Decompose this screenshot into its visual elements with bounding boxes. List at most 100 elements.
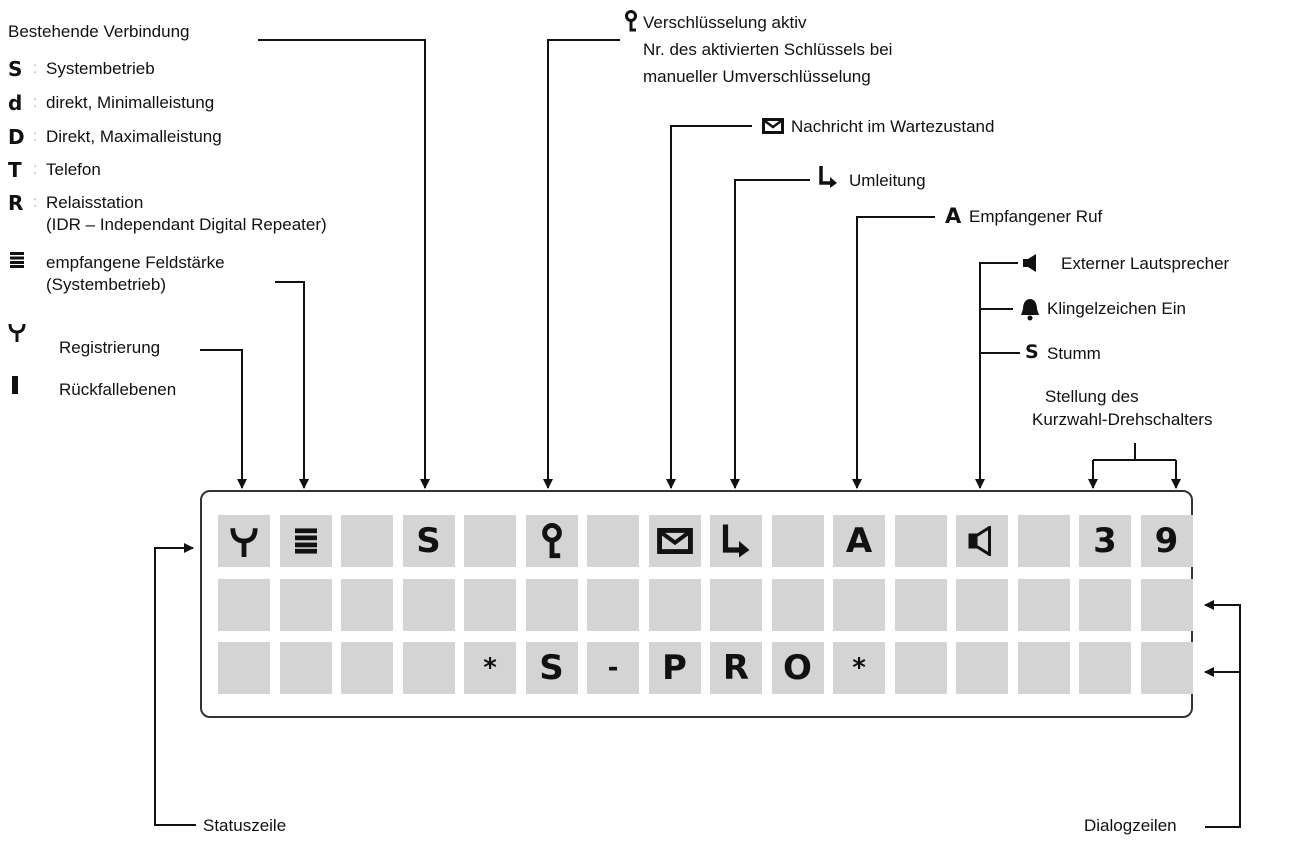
lcd-speaker-icon xyxy=(956,515,1008,567)
lcd-key-icon xyxy=(525,515,578,567)
bell-icon xyxy=(1018,297,1042,326)
connection-line xyxy=(258,39,430,489)
call-symbol: A xyxy=(945,204,962,228)
lcd-cell xyxy=(341,642,393,694)
lcd-cell xyxy=(1079,642,1131,694)
lcd-cell xyxy=(771,579,824,631)
lcd-cell xyxy=(956,579,1008,631)
connection-label: Bestehende Verbindung xyxy=(8,22,190,41)
lcd-cell: S xyxy=(402,515,455,567)
lcd-cell xyxy=(587,579,639,631)
forward-arrow-icon xyxy=(818,166,838,193)
status-line-connector xyxy=(154,543,196,826)
lcd-cell xyxy=(218,642,270,694)
mode-direkt-max: Direkt, Maximalleistung xyxy=(46,127,222,146)
field-strength-label: empfangene Feldstärke xyxy=(46,253,225,272)
mode-symbol-d: d xyxy=(8,91,23,115)
lcd-cell xyxy=(894,642,947,694)
antenna-icon xyxy=(8,322,26,347)
external-speaker-label: Externer Lautsprecher xyxy=(1061,254,1230,273)
mute-label: Stumm xyxy=(1047,344,1101,363)
bar-icon xyxy=(12,376,18,399)
message-line xyxy=(666,125,752,489)
colon: : xyxy=(33,60,38,77)
lcd-cell xyxy=(279,642,332,694)
mode-symbol-s: S xyxy=(8,57,23,81)
lcd-cell xyxy=(771,515,824,567)
speaker-icon xyxy=(1022,253,1040,278)
colon: : xyxy=(33,94,38,111)
mute-symbol: S xyxy=(1025,341,1039,363)
lcd-cell xyxy=(1017,642,1070,694)
lcd-cell xyxy=(341,579,393,631)
lcd-cell xyxy=(402,579,455,631)
lcd-cell: R xyxy=(710,642,762,694)
lcd-cell xyxy=(894,515,947,567)
signal-bars-icon xyxy=(10,252,24,273)
mode-direkt-min: direkt, Minimalleistung xyxy=(46,93,215,112)
call-label: Empfangener Ruf xyxy=(969,207,1103,226)
call-line xyxy=(852,216,935,489)
lcd-cell xyxy=(218,579,270,631)
dial-switch-line xyxy=(1093,443,1176,461)
encryption-detail-2: manueller Umverschlüsselung xyxy=(643,67,871,86)
mode-relaisstation-detail: (IDR – Independant Digital Repeater) xyxy=(46,215,327,234)
lcd-cell xyxy=(956,642,1008,694)
mode-relaisstation: Relaisstation xyxy=(46,193,144,212)
mode-telefon: Telefon xyxy=(46,160,101,179)
encryption-label: Verschlüsselung aktiv xyxy=(643,13,807,32)
speaker-line xyxy=(975,262,1018,489)
dialog-lines-label: Dialogzeilen xyxy=(1084,816,1177,835)
registration-label: Registrierung xyxy=(59,338,161,357)
mode-symbol-T: T xyxy=(8,158,22,182)
lcd-cell xyxy=(525,579,578,631)
encryption-line xyxy=(543,39,620,489)
status-line-label: Statuszeile xyxy=(203,816,287,835)
colon: : xyxy=(33,128,38,145)
lcd-cell xyxy=(648,579,701,631)
envelope-icon xyxy=(762,118,784,139)
lcd-cell: 3 xyxy=(1079,515,1131,567)
lcd-cell: S xyxy=(525,642,578,694)
forward-line xyxy=(730,179,810,489)
lcd-cell xyxy=(710,579,762,631)
lcd-cell xyxy=(587,515,639,567)
dial-switch-label-2: Kurzwahl-Drehschalters xyxy=(1032,410,1213,429)
lcd-cell xyxy=(279,579,332,631)
mode-symbol-D: D xyxy=(8,125,25,149)
ringer-label: Klingelzeichen Ein xyxy=(1047,299,1186,318)
lcd-cell: - xyxy=(587,642,639,694)
dialog-lines-connector xyxy=(1204,600,1241,828)
lcd-cell xyxy=(402,642,455,694)
field-strength-detail: (Systembetrieb) xyxy=(46,275,166,294)
dial-switch-label-1: Stellung des xyxy=(1045,387,1139,406)
lcd-signal-bars-icon xyxy=(279,515,332,567)
fallback-label: Rückfallebenen xyxy=(59,380,177,399)
field-strength-line xyxy=(275,281,309,489)
lcd-cell xyxy=(341,515,393,567)
lcd-envelope-icon xyxy=(648,515,701,567)
lcd-cell: * xyxy=(464,642,516,694)
lcd-cell xyxy=(1079,579,1131,631)
lcd-cell xyxy=(1140,642,1193,694)
lcd-cell: * xyxy=(833,642,885,694)
mode-symbol-R: R xyxy=(8,191,24,215)
lcd-cell: A xyxy=(833,515,885,567)
mode-systembetrieb: Systembetrieb xyxy=(46,59,155,78)
encryption-detail-1: Nr. des aktivierten Schlüssels bei xyxy=(643,40,893,59)
forward-label: Umleitung xyxy=(849,171,926,190)
lcd-cell xyxy=(464,579,516,631)
lcd-cell xyxy=(894,579,947,631)
lcd-forward-arrow-icon xyxy=(710,515,762,567)
lcd-cell xyxy=(1140,579,1193,631)
lcd-cell: P xyxy=(648,642,701,694)
lcd-cell xyxy=(1017,579,1070,631)
lcd-cell xyxy=(1017,515,1070,567)
lcd-cell: 9 xyxy=(1140,515,1193,567)
lcd-antenna-icon xyxy=(218,515,270,567)
lcd-cell xyxy=(833,579,885,631)
colon: : xyxy=(33,161,38,178)
lcd-cell xyxy=(464,515,516,567)
